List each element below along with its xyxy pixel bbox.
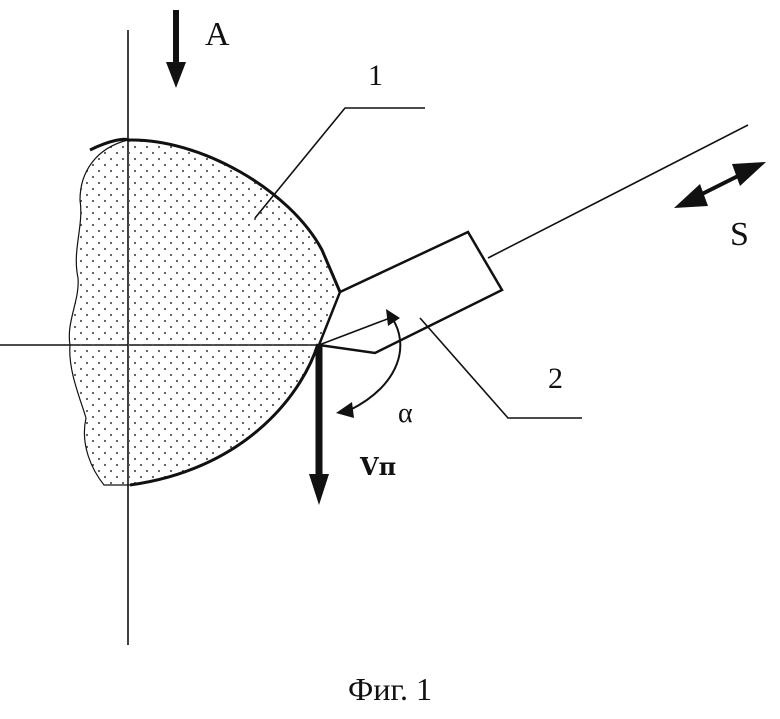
cutting-tool <box>317 230 504 355</box>
feed-double-arrow <box>674 162 766 208</box>
view-arrow <box>166 10 186 88</box>
label-feed-s: S <box>730 216 749 253</box>
tool-rake-line <box>318 317 391 346</box>
leader-line-2 <box>419 317 582 419</box>
workpiece-body <box>69 139 341 485</box>
figure-caption: Фиг. 1 <box>348 671 432 707</box>
label-velocity: Vп <box>359 452 396 481</box>
workpiece-break-edge <box>68 139 130 486</box>
angle-arc <box>336 309 402 418</box>
velocity-arrow <box>309 345 329 505</box>
label-workpiece-number: 1 <box>368 59 383 92</box>
label-angle-alpha: α <box>398 398 413 429</box>
workpiece-contour <box>89 137 342 487</box>
tool-axis-line <box>487 124 749 259</box>
label-tool-number: 2 <box>548 362 563 395</box>
leader-line-1 <box>254 107 425 219</box>
label-view-a: A <box>205 16 230 53</box>
